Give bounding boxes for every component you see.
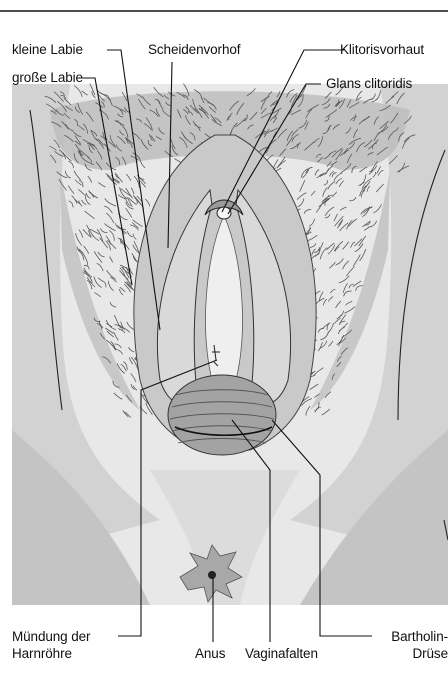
label-muendung-line1: Mündung der xyxy=(12,629,90,645)
label-glans-clitoridis: Glans clitoridis xyxy=(326,76,412,92)
label-scheidenvorhof: Scheidenvorhof xyxy=(148,42,240,58)
label-klitorisvorhaut: Klitorisvorhaut xyxy=(340,42,424,58)
label-anus: Anus xyxy=(195,646,225,662)
anus-opening xyxy=(208,571,216,579)
label-bartholin-line1: Bartholin- xyxy=(391,629,448,645)
label-grosse-labie: große Labie xyxy=(12,70,83,86)
vaginal-opening xyxy=(168,375,276,455)
label-muendung-line2: Harnröhre xyxy=(12,646,72,662)
label-vaginafalten: Vaginafalten xyxy=(245,646,318,662)
label-kleine-labie: kleine Labie xyxy=(12,42,83,58)
label-bartholin-line2: Drüse xyxy=(412,646,448,662)
